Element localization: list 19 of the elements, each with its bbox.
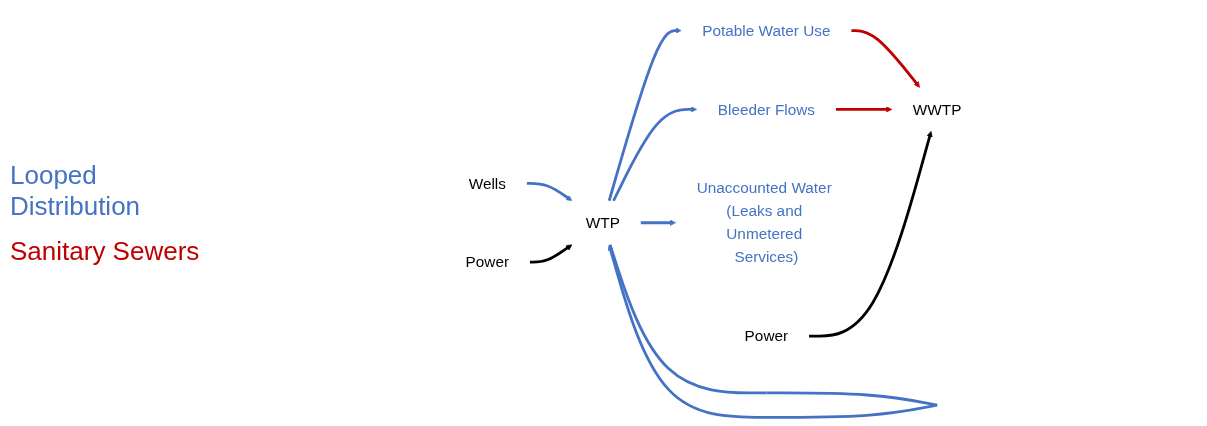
arrow xyxy=(607,27,682,202)
node-text: Power xyxy=(744,327,789,345)
arrow xyxy=(851,29,920,88)
node-text: Wells xyxy=(468,174,506,193)
node-text: WTP xyxy=(585,214,620,232)
node-text: Power xyxy=(465,253,510,271)
node-text: WWTP xyxy=(912,100,962,119)
arrow xyxy=(809,131,933,338)
network-label: Looped Distribution xyxy=(10,159,142,222)
arrow xyxy=(612,106,698,202)
arrow xyxy=(835,106,893,113)
node-text: Bleeder Flows xyxy=(717,100,815,119)
network-label: Sanitary Sewers xyxy=(10,235,201,267)
node-text: Unaccounted Water (Leaks and Unmetered Services) xyxy=(696,179,832,266)
arrow xyxy=(607,244,938,419)
arrow xyxy=(526,181,573,202)
arrow xyxy=(640,219,676,226)
node-text: Potable Water Use xyxy=(702,21,831,40)
arrow xyxy=(530,244,573,264)
